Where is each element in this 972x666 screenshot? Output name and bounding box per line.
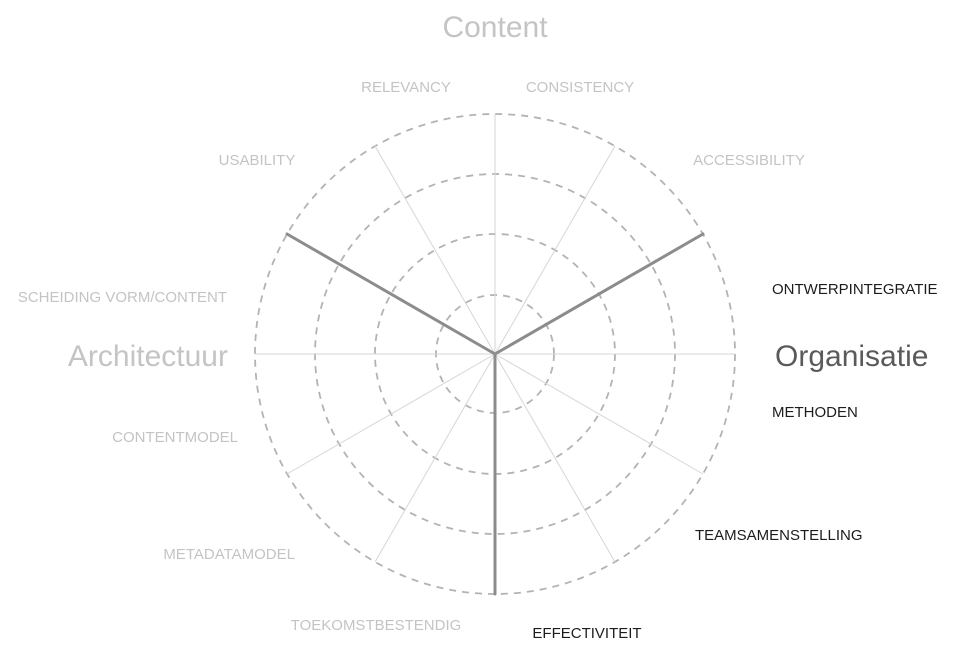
item-label-consistency: CONSISTENCY (526, 79, 634, 96)
group-label-architectuur: Architectuur (68, 340, 228, 373)
group-label-content: Content (442, 11, 548, 44)
spoke-30 (494, 145, 616, 355)
item-label-methoden: METHODEN (772, 404, 858, 421)
separator-content-organisatie (493, 232, 705, 356)
item-label-usability: USABILITY (219, 152, 296, 169)
item-label-toekomstbestendig: TOEKOMSTBESTENDIG (291, 617, 462, 634)
spoke-240 (286, 353, 496, 475)
spoke-210 (374, 353, 496, 563)
item-label-ontwerpintegratie: ONTWERPINTEGRATIE (772, 281, 938, 298)
item-label-contentmodel: CONTENTMODEL (112, 429, 238, 446)
spoke-150 (494, 353, 616, 563)
item-label-scheiding-vorm-content: SCHEIDING VORM/CONTENT (18, 289, 227, 306)
item-label-teamsamenstelling: TEAMSAMENSTELLING (695, 527, 863, 544)
highlight-spokes (285, 232, 705, 596)
group-label-organisatie: Organisatie (775, 340, 928, 373)
spoke-330 (374, 145, 496, 355)
spoke-120 (494, 353, 704, 475)
item-label-accessibility: ACCESSIBILITY (693, 152, 805, 169)
separator-architectuur-content (285, 232, 497, 356)
item-label-metadatamodel: METADATAMODEL (163, 546, 295, 563)
item-label-effectiviteit: EFFECTIVITEIT (532, 625, 641, 642)
item-label-relevancy: RELEVANCY (361, 79, 451, 96)
